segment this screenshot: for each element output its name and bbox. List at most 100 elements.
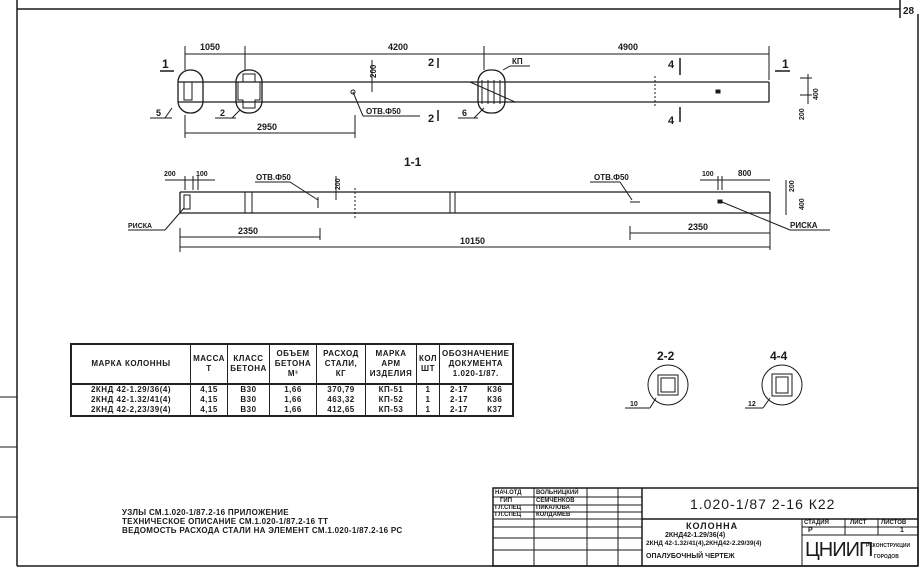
col-header-document: ОБОЗНАЧЕНИЕ ДОКУМЕНТА 1.020-1/87. [439,343,514,385]
cell-class: В30 [227,395,270,405]
notes: УЗЛЫ СМ.1.020-1/87.2-16 ПРИЛОЖЕНИЕ ТЕХНИ… [122,508,402,535]
sig-role-4: ГЛ.СПЕЦ [495,512,522,518]
hole-label-left: ОТВ.Ф50 [256,173,291,182]
dim-2950: 2950 [257,122,277,132]
org-sub-2: ГОРОДОВ [874,554,899,560]
section-2-2-title: 2-2 [657,349,675,363]
item-mark-1: 2КНД42-1.29/36(4) [665,532,726,539]
cell-doc: 2-17 [439,383,478,395]
section-mark-1-right: 1 [782,57,789,71]
cell-doc-sheet: К36 [477,395,514,405]
sheets-value: 1 [900,527,904,534]
cell-class: В30 [227,405,270,417]
stage-value: Р [808,527,813,534]
cell-mass: 4,15 [190,383,228,395]
sig-name-2: СЕМЧЕНКОВ [536,498,575,504]
section-2-2 [625,364,689,409]
cell-mass: 4,15 [190,405,228,417]
org-sub-1: РЕКОНСТРУКЦИИ [866,543,911,549]
dim-800: 800 [738,169,752,178]
sig-role-3: ГЛ.СПЕЦ [495,505,522,511]
cell-class: В30 [227,383,270,395]
callout-5: 5 [156,108,161,118]
mark-label-right: РИСКА [790,221,818,230]
dim-100-left: 100 [196,171,208,178]
section-1-1-title: 1-1 [404,155,422,169]
cell-volume: 1,66 [269,395,317,405]
cell-qty: 1 [415,383,441,395]
col-header-mass: МАССА Т [190,343,228,385]
dim-200-right: 200 [799,108,806,120]
section-mark-2-bottom: 2 [428,113,434,125]
org-logo: ЦНИИП [805,539,873,561]
section-mark-4-top: 4 [668,59,675,71]
cell-qty: 1 [415,405,441,417]
dim-400-height: 400 [799,198,806,210]
dim-400: 400 [813,88,820,100]
sig-name-4: КОЛДАМЕВ [536,512,571,518]
sig-role-1: НАЧ.ОТД [495,490,522,496]
section-mark-4-bottom: 4 [668,115,675,127]
cell-reinf: КП-51 [365,383,417,395]
cell-steel: 463,32 [316,395,366,405]
sig-name-1: ВОЛЬНИЦКИЙ [536,490,579,496]
cell-doc: 2-17 [439,405,478,417]
callout-6: 6 [462,108,467,118]
section-mark-1-left: 1 [162,57,169,71]
sheets-header: ЛИСТОВ [881,520,907,526]
dim-200-mid: 200 [335,178,342,190]
cell-mark: 2КНД 42-1.32/41(4) [70,395,191,405]
col-header-steel: РАСХОД СТАЛИ, КГ [316,343,366,385]
dim-200-left: 200 [164,171,176,178]
section-4-4-title: 4-4 [770,349,788,363]
cell-reinf: КП-52 [365,395,417,405]
cell-steel: 412,65 [316,405,366,417]
sig-name-3: ПИКАЛОВА [536,505,570,511]
dim-200-height: 200 [789,180,796,192]
mark-label-left: РИСКА [128,223,152,230]
dim-4900: 4900 [618,42,638,52]
stage-header: СТАДИЯ [804,520,829,526]
dim-200: 200 [369,64,378,78]
table-row: 2КНД 42-2,23/39(4) 4,15 В30 1,66 412,65 … [70,405,514,417]
section-2-2-callout: 10 [630,401,638,408]
section-mark-2-top: 2 [428,57,434,69]
dim-4200: 4200 [388,42,408,52]
cell-mark: 2КНД 42-1.29/36(4) [70,383,191,395]
cell-doc-sheet: К36 [477,383,514,395]
cell-qty: 1 [415,395,441,405]
note-line: УЗЛЫ СМ.1.020-1/87.2-16 ПРИЛОЖЕНИЕ [122,508,289,517]
drawing-type: ОПАЛУБОЧНЫЙ ЧЕРТЕЖ [646,553,735,560]
cell-mass: 4,15 [190,395,228,405]
section-4-4 [745,364,803,409]
item-mark-2: 2КНД 42-1.32/41(4),2КНД42-2.29/39(4) [646,540,762,547]
item-name: КОЛОННА [686,521,739,531]
side-view-1-1 [128,176,830,252]
cell-doc: 2-17 [439,395,478,405]
page-number: 28 [903,6,915,17]
callout-2: 2 [220,108,225,118]
cell-mark: 2КНД 42-2,23/39(4) [70,405,191,417]
dim-2350-left: 2350 [238,226,258,236]
cell-steel: 370,79 [316,383,366,395]
document-code: 1.020-1/87 2-16 К22 [690,496,836,512]
dim-2350-right: 2350 [688,222,708,232]
plan-view [150,46,812,138]
col-header-concrete-class: КЛАСС БЕТОНА [227,343,270,385]
hole-label-right: ОТВ.Ф50 [594,173,629,182]
table-row: 2КНД 42-1.32/41(4) 4,15 В30 1,66 463,32 … [70,395,514,405]
cell-reinf: КП-53 [365,405,417,417]
callout-kp: КП [512,57,523,66]
dim-10150: 10150 [460,236,485,246]
col-header-reinf-mark: МАРКА АРМ ИЗДЕЛИЯ [365,343,417,385]
col-header-mark: МАРКА КОЛОННЫ [70,343,191,385]
cell-volume: 1,66 [269,383,317,395]
table-row: 2КНД 42-1.29/36(4) 4,15 В30 1,66 370,79 … [70,383,514,395]
spec-table: МАРКА КОЛОННЫ МАССА Т КЛАСС БЕТОНА ОБЪЕМ… [70,343,514,417]
note-line: ТЕХНИЧЕСКОЕ ОПИСАНИЕ СМ.1.020-1/87.2-16 … [122,517,329,526]
col-header-qty: КОЛ ШТ [415,343,441,385]
cell-volume: 1,66 [269,405,317,417]
dim-100-right: 100 [702,171,714,178]
